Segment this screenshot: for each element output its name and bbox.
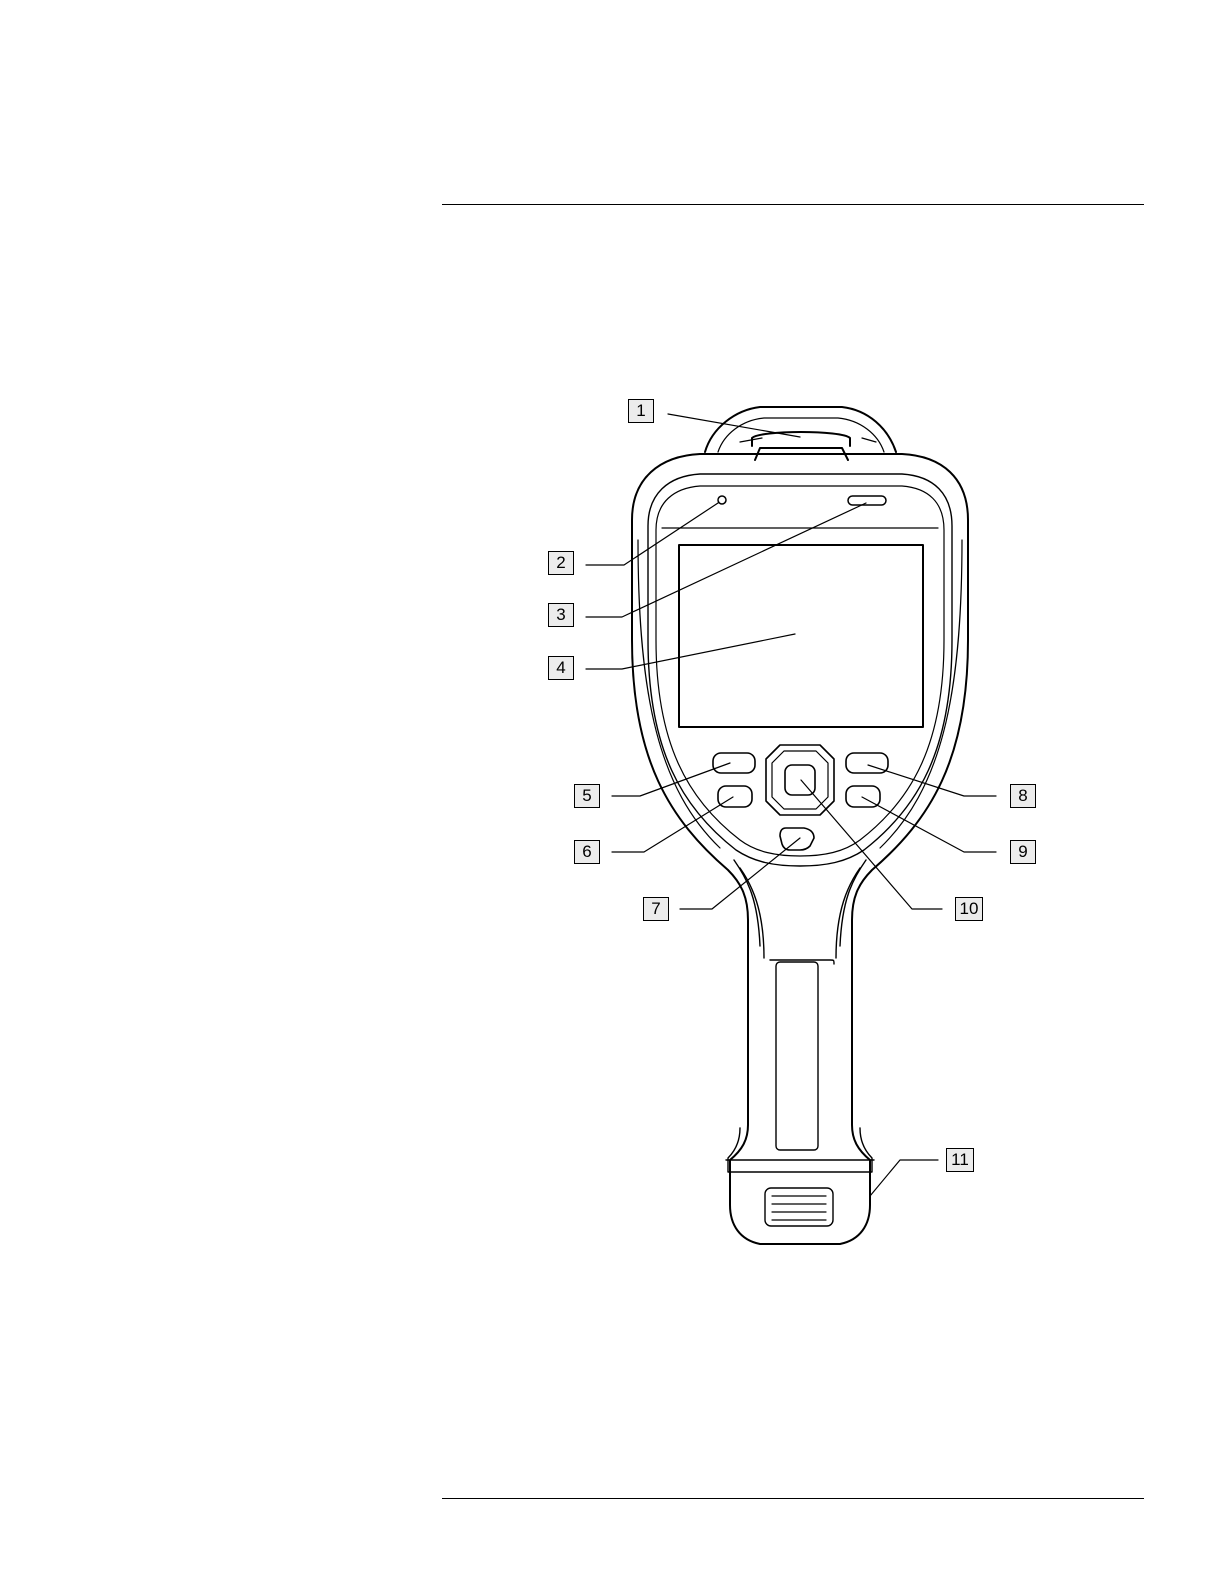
callout-7: 7 [643, 897, 669, 921]
callout-5: 5 [574, 784, 600, 808]
led-indicator [848, 496, 886, 505]
light-sensor-icon [718, 496, 726, 504]
lens-housing [705, 407, 896, 460]
callout-8: 8 [1010, 784, 1036, 808]
callout-1: 1 [628, 399, 654, 423]
callout-6: 6 [574, 840, 600, 864]
callout-4: 4 [548, 656, 574, 680]
callout-3: 3 [548, 603, 574, 627]
callout-2: 2 [548, 551, 574, 575]
callout-10: 10 [955, 897, 983, 921]
callout-9: 9 [1010, 840, 1036, 864]
callout-11: 11 [946, 1148, 974, 1172]
camera-body [632, 454, 968, 1244]
display-screen [679, 545, 923, 727]
